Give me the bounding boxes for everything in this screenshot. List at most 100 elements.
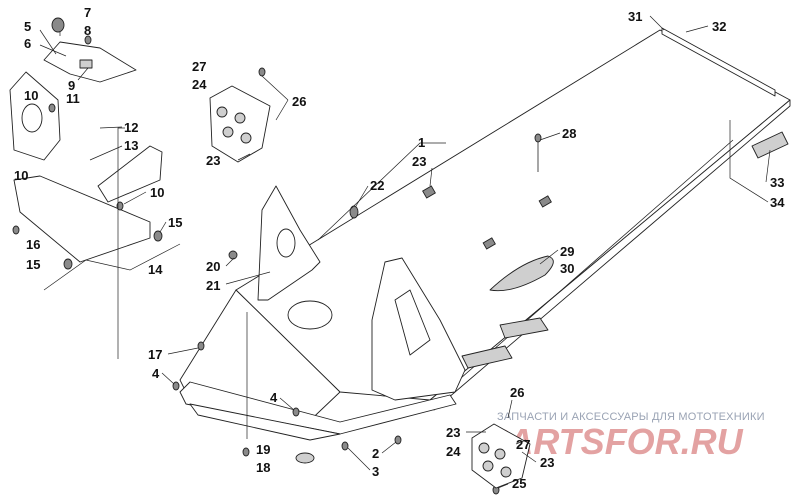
tunnel-top-deck: [235, 29, 791, 401]
reflector: [751, 131, 789, 159]
callout-14: 14: [148, 262, 163, 277]
callout-27b: 27: [516, 437, 530, 452]
center-cutout: [287, 300, 333, 330]
leader-2: [381, 441, 397, 454]
leader-17: [167, 347, 199, 355]
callout-9: 9: [68, 78, 75, 93]
leader-4b: [279, 397, 295, 411]
bolt-17: [197, 341, 205, 351]
leader-32: [685, 25, 709, 33]
bolt-19: [242, 447, 250, 457]
callout-33: 33: [770, 175, 784, 190]
bracket-12: [97, 145, 163, 203]
leader-9: [77, 67, 89, 81]
callout-1: 1: [418, 135, 425, 150]
callout-30: 30: [560, 261, 574, 276]
plate-b-hole-d: [500, 466, 512, 478]
leader-3: [347, 447, 371, 471]
bolt-20: [228, 250, 238, 260]
knob-7: [51, 17, 65, 33]
callout-34: 34: [770, 195, 785, 210]
callout-26a: 26: [292, 94, 306, 109]
plate-hole-d: [240, 132, 252, 144]
leader-13: [89, 145, 123, 161]
leader-10c: [123, 191, 147, 205]
deck-clip-b: [482, 237, 496, 250]
deck-clip-a: [422, 185, 436, 199]
left-bracket-assembly: [9, 71, 163, 270]
bolt-8: [84, 35, 92, 45]
leader-23a: [429, 167, 433, 187]
leader-1: [317, 142, 446, 241]
lower-bracket-14: [13, 175, 151, 263]
callout-10b: 10: [14, 168, 28, 183]
leader-26b: [261, 75, 289, 101]
lower-plate-assembly: [471, 423, 531, 489]
callout-13: 13: [124, 138, 138, 153]
watermark-subtitle: ЗАПЧАСТИ И АКСЕССУАРЫ ДЛЯ МОТОТЕХНИКИ: [497, 411, 765, 423]
leader-23b: [237, 153, 251, 161]
bolt-10b: [116, 201, 124, 211]
front-cover-assembly: [43, 17, 137, 83]
callout-3: 3: [372, 464, 379, 479]
callout-32: 32: [712, 19, 726, 34]
leader-14-vert: [117, 127, 125, 359]
callout-23b: 23: [412, 154, 426, 169]
callout-23d: 23: [540, 455, 554, 470]
leader-22: [355, 185, 369, 207]
bracket-10-hole: [21, 103, 43, 133]
grommet: [295, 452, 315, 464]
callout-23c: 23: [446, 425, 460, 440]
tread-grip-a: [499, 317, 549, 339]
leader-20: [225, 257, 235, 267]
plate-hole-b: [234, 112, 246, 124]
leader-12: [99, 126, 123, 129]
nut-15: [153, 230, 163, 242]
plate-b-hole-c: [482, 460, 494, 472]
leader-27b: [515, 439, 527, 445]
callout-21: 21: [206, 278, 220, 293]
callout-8: 8: [84, 23, 91, 38]
callout-17: 17: [148, 347, 162, 362]
callout-31: 31: [628, 9, 642, 24]
lower-skid-plate: [189, 403, 341, 441]
leader-21: [225, 271, 271, 285]
plate-hole-a: [216, 106, 228, 118]
bolt-2: [394, 435, 402, 445]
bolt-4b: [292, 407, 300, 417]
callout-20: 20: [206, 259, 220, 274]
callout-22: 22: [370, 178, 384, 193]
callout-24b: 24: [446, 444, 461, 459]
leader-15a: [159, 221, 167, 233]
callout-12: 12: [124, 120, 138, 135]
callout-10a: 10: [24, 88, 38, 103]
plate-b-hole-b: [494, 448, 506, 460]
pin-22: [349, 205, 359, 219]
plate-hole-c: [222, 126, 234, 138]
leader-4a: [161, 372, 175, 385]
upper-plate-assembly: [209, 67, 271, 163]
callout-19: 19: [256, 442, 270, 457]
leader-5: [39, 29, 57, 55]
callout-16: 16: [26, 237, 40, 252]
leader-25: [497, 483, 509, 489]
plate-b-hole-a: [478, 442, 490, 454]
callout-27a: 27: [192, 59, 206, 74]
leader-26c: [507, 399, 513, 419]
callout-28: 28: [562, 126, 576, 141]
leader-33: [765, 149, 771, 183]
bracket-center-window: [394, 289, 431, 356]
bolt-16: [12, 225, 20, 235]
leader-26a: [275, 99, 289, 121]
callout-4a: 4: [152, 366, 160, 381]
callout-6: 6: [24, 36, 31, 51]
bracket-left-hole: [276, 228, 296, 258]
callout-25: 25: [512, 476, 526, 491]
leader-14: [43, 243, 181, 291]
callout-18: 18: [256, 460, 270, 475]
clip-9: [79, 59, 93, 69]
callout-5: 5: [24, 19, 31, 34]
leader-lines: [39, 15, 771, 489]
leader-31: [649, 15, 665, 31]
